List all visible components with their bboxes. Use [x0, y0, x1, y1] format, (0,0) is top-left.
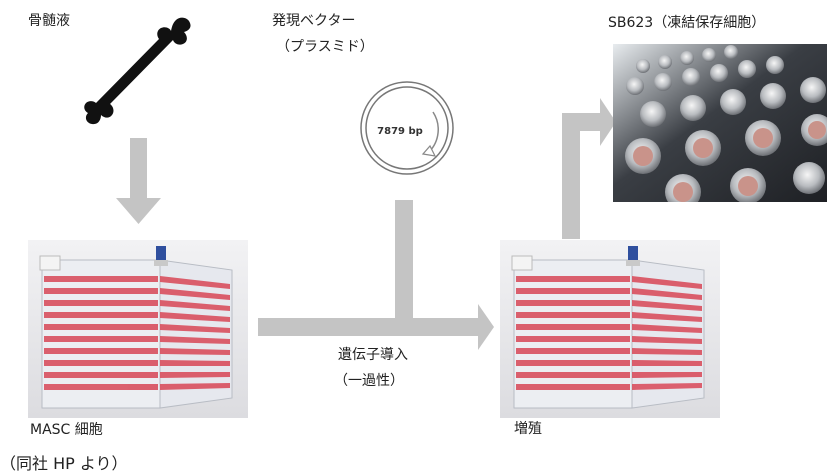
source-note: （同社 HP より） [0, 454, 128, 473]
expansion-cell-stack-image [500, 240, 720, 418]
vector-sublabel: （プラスミド） [276, 39, 374, 55]
plasmid-icon: 7879 bp [360, 81, 454, 175]
bone-icon [84, 17, 191, 125]
expansion-label: 増殖 [514, 421, 542, 437]
arrow-bone-to-masc [116, 138, 161, 224]
arrow-plasmid-line [395, 200, 413, 330]
arrow-expansion-to-product [562, 98, 616, 239]
plasmid-size-label: 7879 bp [377, 126, 423, 137]
product-label: SB623（凍結保存細胞） [608, 15, 766, 31]
vector-label: 発現ベクター [272, 13, 356, 29]
masc-cell-stack-image [28, 240, 248, 418]
bone-marrow-label: 骨髄液 [28, 13, 70, 29]
transfection-sublabel: （一過性） [334, 373, 404, 389]
masc-cells-label: MASC 細胞 [30, 422, 103, 438]
transfection-label: 遺伝子導入 [338, 347, 408, 363]
arrow-masc-to-expansion [258, 304, 494, 350]
frozen-vials-image [613, 44, 827, 202]
